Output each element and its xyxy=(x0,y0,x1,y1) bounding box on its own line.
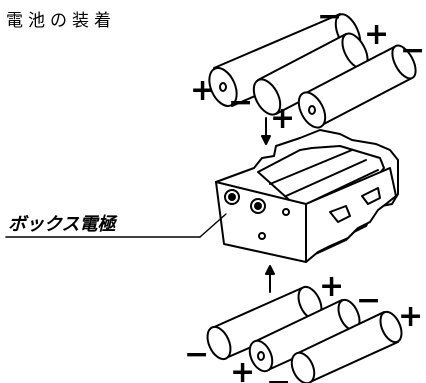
polarity-plus-bottom-1: + xyxy=(319,269,344,304)
polarity-plus-bottom-3: + xyxy=(230,355,255,383)
polarity-plus-bottom-2: + xyxy=(398,299,423,334)
polarity-minus-bottom-1: − xyxy=(356,283,381,318)
polarity-minus-bottom-2: − xyxy=(184,337,209,372)
top-battery-middle xyxy=(252,32,369,116)
page-title: 電池の装着 xyxy=(6,11,116,31)
polarity-minus-top-1: − xyxy=(317,0,342,34)
bottom-battery-middle xyxy=(248,298,361,373)
top-battery-right xyxy=(297,44,417,129)
polarity-minus-top-2: − xyxy=(400,33,425,68)
top-battery-left xyxy=(208,13,362,107)
polarity-plus-top-2: + xyxy=(190,73,215,108)
insert-arrow-bottom xyxy=(265,265,275,293)
label-leader-line xyxy=(199,213,227,238)
polarity-plus-top-1: + xyxy=(364,17,389,52)
insert-arrow-top xyxy=(261,117,271,145)
polarity-plus-top-3: + xyxy=(270,101,295,136)
polarity-minus-bottom-3: − xyxy=(266,365,291,383)
box-electrode-label: ボックス電極 xyxy=(8,214,116,235)
battery-holder xyxy=(215,129,399,263)
polarity-minus-top-3: − xyxy=(228,85,253,120)
